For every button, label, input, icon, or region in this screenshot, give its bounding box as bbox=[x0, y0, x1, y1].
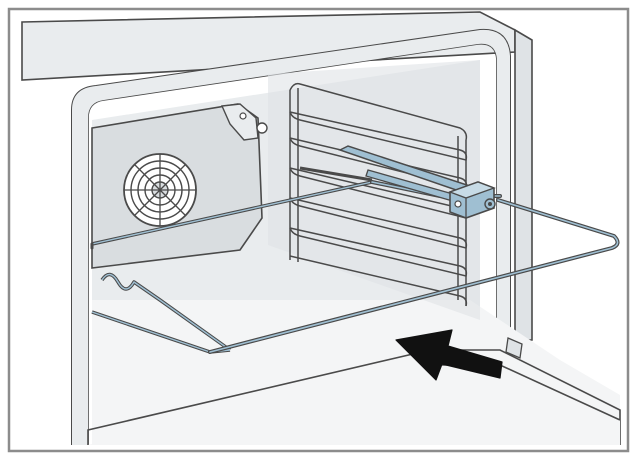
oven-door-lip bbox=[87, 349, 621, 445]
rack-clamp-block bbox=[448, 181, 496, 219]
oven-right-outer-wall bbox=[514, 28, 533, 341]
wire-shelf-back-left-highlight bbox=[91, 181, 373, 245]
fan-cover-screw bbox=[239, 112, 247, 120]
fan-cover-bracket bbox=[220, 103, 259, 141]
door-hinge-detail bbox=[505, 337, 523, 359]
oven-door-lower-surface bbox=[88, 365, 620, 445]
push-arrow-icon bbox=[395, 329, 503, 381]
fan-icon bbox=[123, 153, 197, 227]
wall-screw bbox=[256, 122, 268, 134]
oven-housing bbox=[22, 18, 626, 330]
meat-probe-rod bbox=[299, 145, 472, 203]
